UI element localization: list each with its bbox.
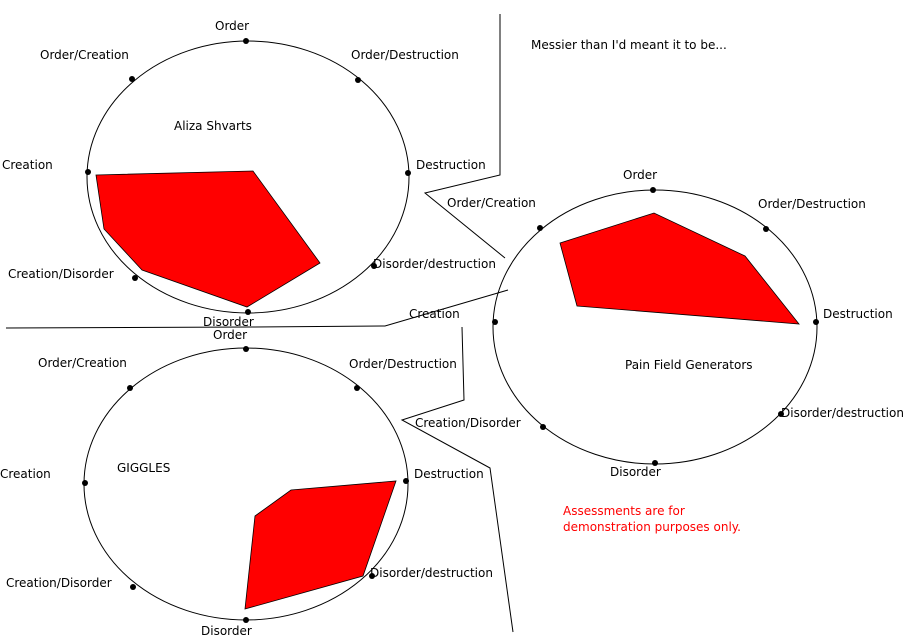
- axis-point-creation-disorder: [130, 584, 136, 590]
- axis-label-creation: Creation: [409, 307, 460, 321]
- axis-label-order-creation: Order/Creation: [40, 48, 129, 62]
- axis-point-order-destruction: [354, 385, 360, 391]
- axis-point-disorder: [652, 460, 658, 466]
- assessment-shape: [244, 480, 397, 610]
- axis-label-disorder-destruction: Disorder/destruction: [781, 406, 904, 420]
- axis-point-order-destruction: [763, 226, 769, 232]
- axis-label-order-destruction: Order/Destruction: [351, 48, 459, 62]
- axis-point-disorder: [243, 617, 249, 623]
- axis-label-disorder-destruction: Disorder/destruction: [370, 566, 493, 580]
- axis-label-order: Order: [215, 19, 249, 33]
- axis-label-order: Order: [623, 168, 657, 182]
- axis-label-order-creation: Order/Creation: [38, 356, 127, 370]
- axis-point-order: [650, 187, 656, 193]
- axis-point-destruction: [405, 170, 411, 176]
- disclaimer-line-1: Assessments are for: [563, 504, 685, 518]
- author-note: Messier than I'd meant it to be...: [531, 38, 727, 52]
- axis-label-order-destruction: Order/Destruction: [758, 197, 866, 211]
- axis-point-creation-disorder: [132, 275, 138, 281]
- axis-point-order: [243, 38, 249, 44]
- axis-label-destruction: Destruction: [823, 307, 893, 321]
- axis-point-order-creation: [537, 225, 543, 231]
- divider-line-top-right: [423, 14, 506, 259]
- axis-point-disorder: [245, 309, 251, 315]
- axis-point-order-creation: [127, 385, 133, 391]
- radar-chart-aliza: Aliza Shvarts Order Order/Destruction De…: [2, 19, 496, 329]
- chart-title: Aliza Shvarts: [174, 119, 252, 133]
- axis-point-creation: [492, 319, 498, 325]
- axis-point-order-creation: [129, 76, 135, 82]
- axis-point-creation: [82, 480, 88, 486]
- divider-line-middle: [5, 289, 509, 329]
- axis-point-creation-disorder: [540, 424, 546, 430]
- axis-label-disorder: Disorder: [203, 315, 254, 329]
- axis-label-creation: Creation: [2, 158, 53, 172]
- axis-point-order-destruction: [355, 77, 361, 83]
- axis-point-destruction: [403, 478, 409, 484]
- axis-label-creation-disorder: Creation/Disorder: [6, 576, 112, 590]
- axis-label-creation-disorder: Creation/Disorder: [8, 267, 114, 281]
- chart-title: GIGGLES: [117, 461, 170, 475]
- axis-point-disorder-destruction: [371, 263, 377, 269]
- axis-label-destruction: Destruction: [416, 158, 486, 172]
- axis-label-destruction: Destruction: [414, 467, 484, 481]
- assessment-shape: [95, 170, 321, 308]
- chart-title: Pain Field Generators: [625, 358, 753, 372]
- axis-point-disorder-destruction: [778, 411, 784, 417]
- axis-label-order-destruction: Order/Destruction: [349, 357, 457, 371]
- axis-label-order: Order: [213, 328, 247, 342]
- axis-label-disorder: Disorder: [201, 624, 252, 638]
- axis-label-creation: Creation: [0, 467, 51, 481]
- radar-chart-giggles: GIGGLES Order Order/Destruction Destruct…: [0, 328, 493, 638]
- axis-label-creation-disorder: Creation/Disorder: [415, 416, 521, 430]
- axis-label-disorder: Disorder: [610, 465, 661, 479]
- divider-line-lower: [400, 326, 514, 633]
- radar-chart-pain-field-generators: Pain Field Generators Order Order/Destru…: [409, 168, 904, 479]
- axis-label-disorder-destruction: Disorder/destruction: [373, 257, 496, 271]
- axis-point-order: [243, 346, 249, 352]
- axis-point-destruction: [813, 319, 819, 325]
- axis-point-disorder-destruction: [369, 573, 375, 579]
- assessment-shape: [559, 212, 800, 325]
- axis-point-creation: [85, 169, 91, 175]
- axis-label-order-creation: Order/Creation: [447, 196, 536, 210]
- disclaimer-line-2: demonstration purposes only.: [563, 520, 741, 534]
